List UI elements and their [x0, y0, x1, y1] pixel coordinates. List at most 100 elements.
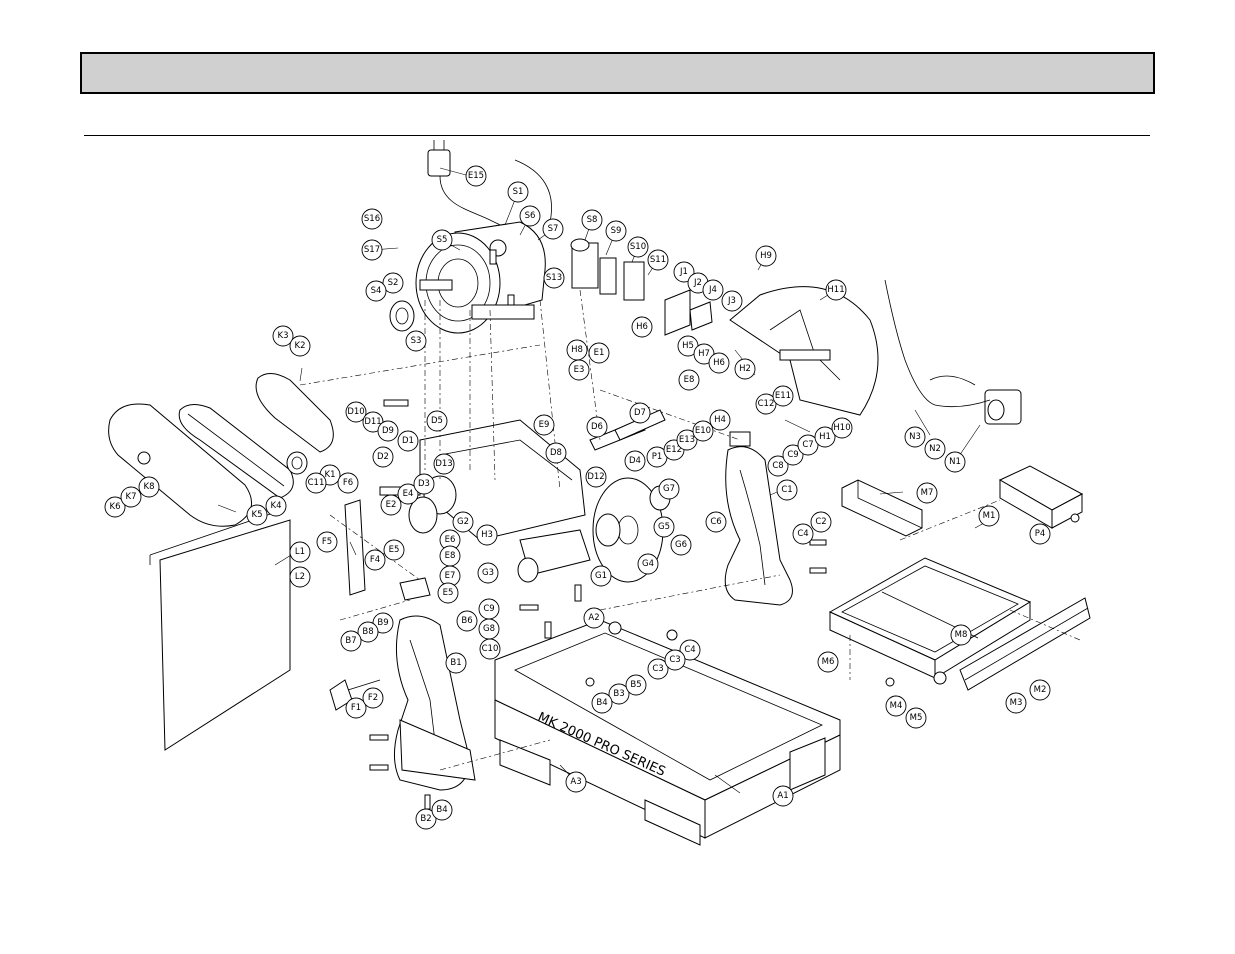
- svg-text:S2: S2: [388, 278, 399, 288]
- svg-text:M5: M5: [910, 713, 923, 723]
- callout-M2: M2: [1029, 679, 1051, 701]
- fence-block-icon: [998, 465, 1084, 529]
- callout-H8: H8: [566, 339, 588, 361]
- callout-E5b: E5: [437, 582, 459, 604]
- svg-text:D13: D13: [435, 459, 452, 469]
- svg-text:K3: K3: [278, 331, 289, 341]
- callout-P4: P4: [1029, 523, 1051, 545]
- svg-text:G5: G5: [658, 522, 670, 532]
- arbor-flange-icon: [517, 529, 591, 583]
- callout-D2: D2: [372, 446, 394, 468]
- svg-text:A3: A3: [570, 777, 581, 787]
- callout-F5: F5: [316, 531, 338, 553]
- callout-E1: E1: [588, 342, 610, 364]
- svg-text:S1: S1: [513, 187, 524, 197]
- callout-C4b: C4: [679, 639, 701, 661]
- svg-text:B9: B9: [377, 618, 388, 628]
- svg-text:S10: S10: [630, 242, 646, 252]
- svg-text:C12: C12: [758, 399, 775, 409]
- svg-text:B2: B2: [420, 814, 431, 824]
- svg-text:B4: B4: [596, 698, 607, 708]
- svg-text:D5: D5: [431, 416, 443, 426]
- svg-text:F1: F1: [351, 703, 361, 713]
- svg-text:C4: C4: [684, 645, 695, 655]
- svg-text:M3: M3: [1010, 698, 1023, 708]
- svg-text:S5: S5: [437, 235, 448, 245]
- callout-F4: F4: [364, 549, 386, 571]
- svg-text:E5: E5: [389, 545, 400, 555]
- callout-D7: D7: [629, 402, 651, 424]
- callout-G5: G5: [653, 516, 675, 538]
- svg-text:K1: K1: [325, 470, 336, 480]
- svg-text:E15: E15: [468, 171, 484, 181]
- callout-A2: A2: [583, 607, 605, 629]
- svg-text:H9: H9: [760, 251, 772, 261]
- callout-N3: N3: [904, 426, 926, 448]
- belt-pulley-icon: [286, 451, 308, 475]
- svg-text:S13: S13: [546, 273, 562, 283]
- callout-C8: C8: [767, 455, 789, 477]
- water-pump-icon: [884, 279, 1022, 425]
- svg-text:E1: E1: [594, 348, 605, 358]
- callout-S5: S5: [431, 229, 453, 251]
- svg-text:C1: C1: [781, 485, 792, 495]
- svg-text:J1: J1: [679, 267, 688, 277]
- callout-K4: K4: [265, 495, 287, 517]
- svg-text:K4: K4: [271, 501, 282, 511]
- svg-text:E5: E5: [443, 588, 454, 598]
- callout-H9: H9: [755, 245, 777, 267]
- svg-text:B4: B4: [436, 805, 447, 815]
- svg-text:H6: H6: [713, 358, 725, 368]
- svg-text:P4: P4: [1035, 529, 1046, 539]
- base-tray-icon: [494, 619, 841, 846]
- svg-text:C9: C9: [787, 450, 798, 460]
- svg-text:N3: N3: [909, 432, 921, 442]
- callout-G4: G4: [637, 553, 659, 575]
- svg-text:J2: J2: [693, 278, 702, 288]
- svg-text:G3: G3: [482, 568, 494, 578]
- callout-D8: D8: [545, 442, 567, 464]
- svg-text:C10: C10: [482, 644, 499, 654]
- switch-assembly-icon: [570, 238, 645, 301]
- svg-text:S7: S7: [548, 224, 559, 234]
- callout-D6: D6: [586, 416, 608, 438]
- svg-text:C4: C4: [797, 529, 808, 539]
- callout-B7: B7: [340, 630, 362, 652]
- callout-F6: F6: [337, 472, 359, 494]
- svg-text:S8: S8: [587, 215, 598, 225]
- svg-text:S17: S17: [364, 245, 380, 255]
- cart-bar-icon: [841, 479, 923, 537]
- callout-K3: K3: [272, 325, 294, 347]
- callout-C9b: C9: [478, 598, 500, 620]
- svg-text:K6: K6: [110, 502, 121, 512]
- callout-E5: E5: [383, 539, 405, 561]
- callout-F2: F2: [362, 687, 384, 709]
- callout-E3: E3: [568, 359, 590, 381]
- callout-N1: N1: [944, 451, 966, 473]
- svg-text:H10: H10: [833, 423, 850, 433]
- callout-E15: E15: [465, 165, 487, 187]
- clamp-plate-icon: [399, 577, 431, 601]
- callout-J1: J1: [673, 261, 695, 283]
- svg-text:E4: E4: [403, 489, 414, 499]
- callout-B4a: B4: [591, 692, 613, 714]
- callout-G2: G2: [452, 511, 474, 533]
- callout-H5: H5: [677, 335, 699, 357]
- callout-D5: D5: [426, 410, 448, 432]
- svg-text:C3: C3: [652, 664, 663, 674]
- header-band: [80, 52, 1155, 94]
- callout-L2: L2: [289, 566, 311, 588]
- svg-text:G8: G8: [483, 624, 495, 634]
- callout-G1: G1: [590, 565, 612, 587]
- callout-B3: B3: [608, 683, 630, 705]
- svg-text:J4: J4: [708, 285, 717, 295]
- callout-J3: J3: [721, 290, 743, 312]
- callout-D9: D9: [377, 420, 399, 442]
- svg-text:M1: M1: [983, 511, 996, 521]
- callout-A3: A3: [565, 771, 587, 793]
- svg-text:C2: C2: [815, 517, 826, 527]
- svg-text:H1: H1: [819, 432, 831, 442]
- callout-M4: M4: [885, 695, 907, 717]
- callout-C10: C10: [479, 638, 501, 660]
- callout-K6: K6: [104, 496, 126, 518]
